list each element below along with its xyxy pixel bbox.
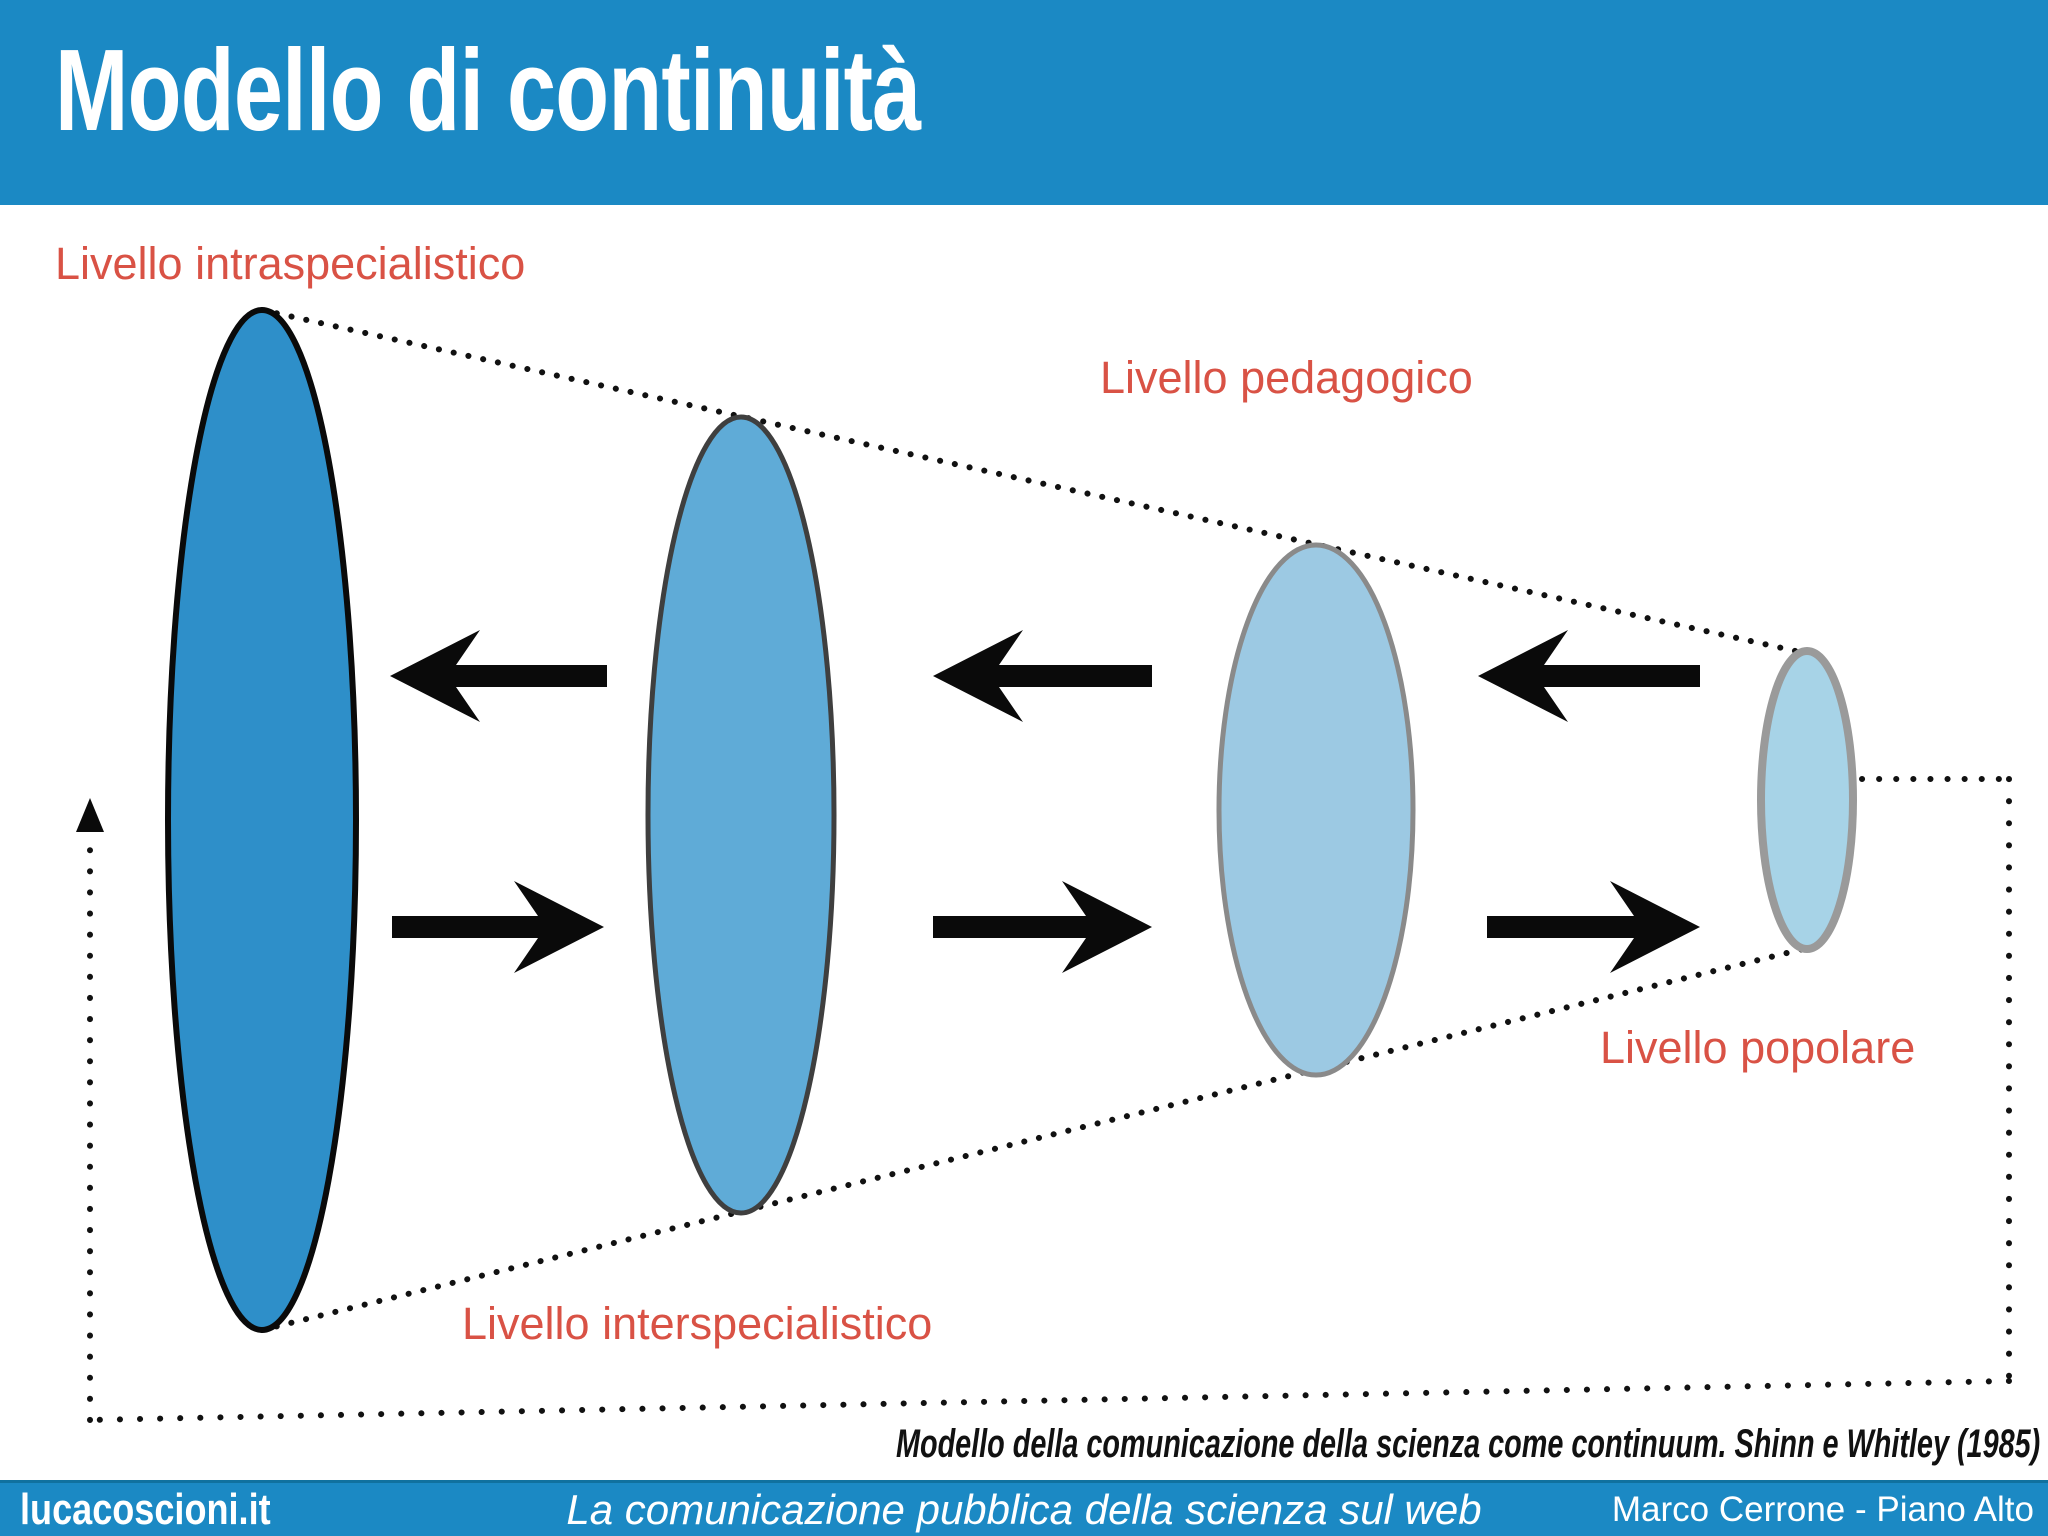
page-title: Modello di continuità xyxy=(55,25,921,155)
footer-site-label: lucacoscioni.it xyxy=(20,1485,271,1534)
ellipse-popolare xyxy=(1757,647,1857,953)
arrow-left-3-icon xyxy=(1478,630,1700,722)
funnel-bottom-dotted-line xyxy=(259,945,1810,1333)
footer-subtitle: La comunicazione pubblica della scienza … xyxy=(566,1486,1482,1533)
funnel-top-dotted-line xyxy=(259,307,1803,655)
label-livello-popolare: Livello popolare xyxy=(1600,1022,1916,1073)
ellipse-intraspecialistico xyxy=(165,307,359,1333)
arrow-left-1-icon xyxy=(390,630,607,722)
arrow-right-2-icon xyxy=(933,881,1152,973)
citation-text: Modello della comunicazione della scienz… xyxy=(895,1422,2040,1466)
footer-author: Marco Cerrone - Piano Alto xyxy=(1611,1490,2034,1529)
feedback-loop-bottom-dotted-line xyxy=(87,1378,2012,1423)
arrow-left-2-icon xyxy=(933,630,1152,722)
ellipse-interspecialistico xyxy=(645,414,837,1216)
label-livello-interspecialistico: Livello interspecialistico xyxy=(462,1298,933,1349)
label-livello-intraspecialistico: Livello intraspecialistico xyxy=(55,238,526,289)
ellipse-pedagogico xyxy=(1216,542,1416,1078)
footer-bar: lucacoscioni.it La comunicazione pubblic… xyxy=(0,1480,2048,1536)
arrow-right-1-icon xyxy=(392,881,604,973)
arrow-right-3-icon xyxy=(1487,881,1700,973)
label-livello-pedagogico: Livello pedagogico xyxy=(1100,352,1473,403)
header-bar: Modello di continuità xyxy=(0,0,2048,205)
feedback-loop-arrowhead-icon xyxy=(76,798,104,832)
